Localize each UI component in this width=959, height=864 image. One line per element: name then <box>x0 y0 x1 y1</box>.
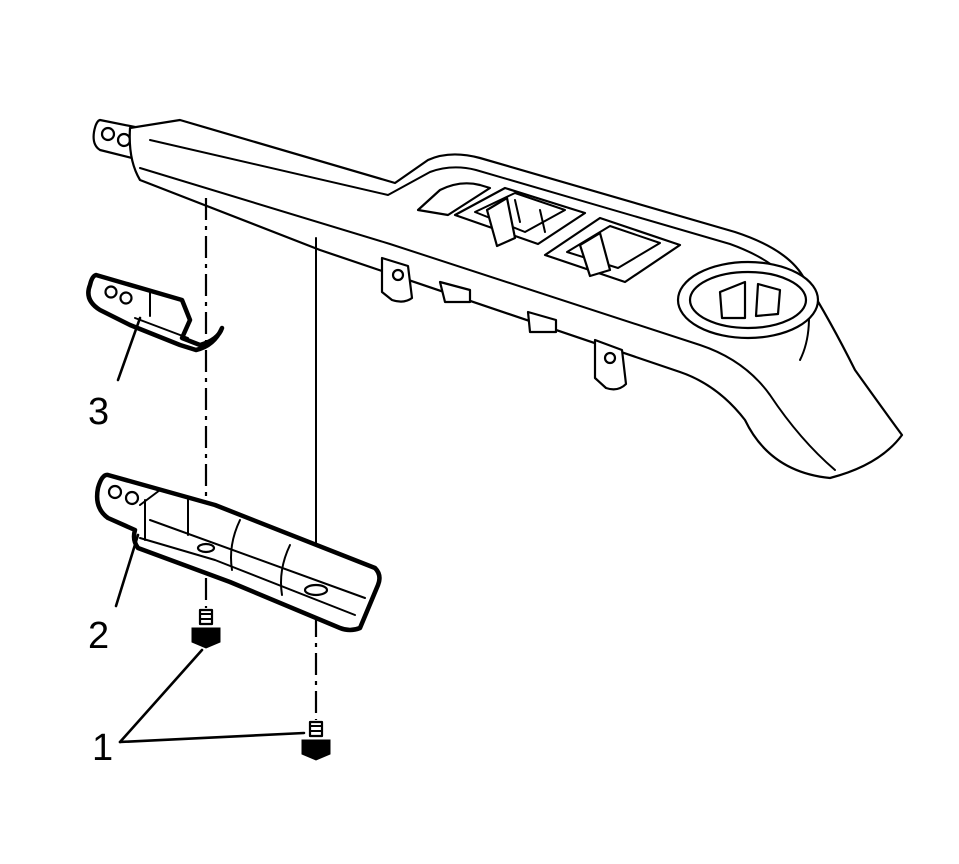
screw-fastener-upper <box>191 608 221 649</box>
armrest-bezel <box>92 118 904 480</box>
callout-2: 2 <box>88 615 109 657</box>
alignment-lines <box>204 198 318 720</box>
screw-fastener-lower <box>301 720 331 761</box>
lower-panel-part <box>94 472 382 633</box>
leader-lines <box>114 316 306 744</box>
callout-1: 1 <box>92 727 113 769</box>
bracket-part <box>86 272 225 353</box>
callout-3: 3 <box>88 391 109 433</box>
